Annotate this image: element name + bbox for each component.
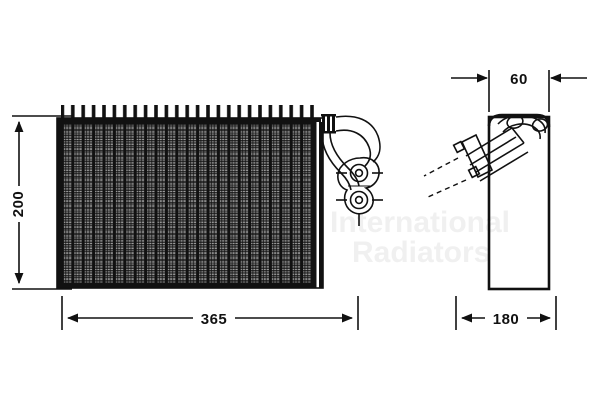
core-top-header [59,118,321,124]
dimension-width-365: 365 [61,296,359,330]
outlet-pipe-upper-inner [335,129,372,167]
side-view-projection-lower [427,179,467,198]
side-view-pipe-ferrule-left [506,115,524,129]
side-view-pipe-upper-top [465,127,513,157]
flange-centerlines [336,172,383,226]
core-outline [56,117,324,289]
connector-flange [337,156,380,215]
bracket-tab-lower [467,165,481,179]
dim-365-label-mask [193,306,235,329]
dimension-height-200: 200 200 [10,115,72,290]
dim-60-label: 60 [510,71,528,88]
pipe-collar-ribs [321,114,336,134]
watermark-line-1: International [330,206,510,239]
dimension-side-180: 180 [455,296,557,330]
flange-port-upper-bore [354,168,364,178]
bracket-plate [460,133,494,179]
flange-port-lower [349,190,369,210]
dim-365-label: 365 [201,311,228,328]
core-left-side-plate [57,118,62,288]
side-view-pipe-stubs [465,127,529,182]
side-view-pipe-lower-bottom [479,151,529,182]
side-view-stub-joint-right [511,127,525,144]
side-view-pipe-ferrule-right [531,118,549,132]
dim-180-label: 180 [493,311,520,328]
flange-port-upper [349,163,369,183]
dim-180-label-mask [485,306,527,329]
dimension-depth-60: 60 [451,70,587,112]
flange-port-lower-bore [354,195,364,205]
core-outlet-pipe-assembly [321,114,383,226]
evaporator-core-front-view [56,105,324,289]
core-right-gap [316,122,319,288]
core-right-side-plate [313,118,317,288]
core-top-fin-combs [61,105,319,119]
evaporator-side-view [423,113,551,291]
outlet-pipe-upper-outer [335,115,381,163]
side-view-pipe-lower-top [475,142,525,173]
dim-200-label-top: 200 [10,191,27,218]
watermark-line-2: Radiators [352,236,490,269]
watermark: International Radiators [330,206,510,269]
side-view-projection-upper [423,157,459,177]
dim-200-label-mask [11,186,28,222]
core-right-tank [319,122,323,288]
core-bottom-header [59,283,321,288]
side-view-mounting-bracket [452,133,494,179]
side-view-pipe-upper-bottom [469,136,517,166]
bracket-tab-upper [452,140,466,154]
core-fin-block [61,124,319,284]
flange-body-outline [337,156,380,215]
side-view-top-pipe-outer [497,114,546,134]
